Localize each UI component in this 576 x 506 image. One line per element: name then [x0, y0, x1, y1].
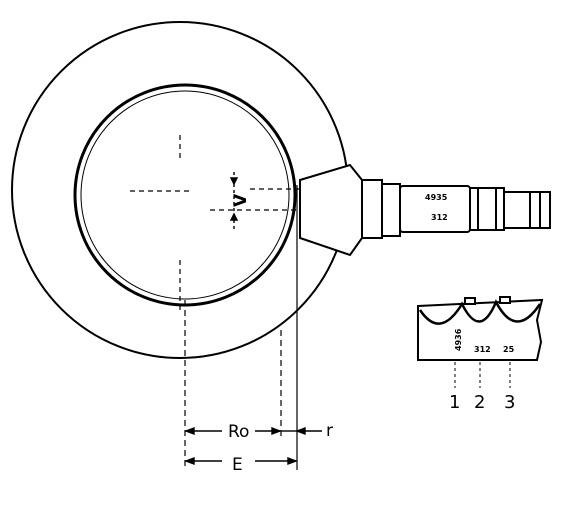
svg-text:312: 312	[431, 213, 448, 222]
pinion-marking: 4935 312	[425, 193, 448, 222]
ring-gear-inner-edge-2	[80, 90, 290, 300]
center-lines	[130, 135, 360, 310]
tooth-marking-2: 312	[474, 345, 491, 354]
legend-number-3: 3	[504, 392, 515, 413]
dimension-ro	[184, 426, 282, 436]
ring-gear-inner-edge	[73, 83, 297, 307]
svg-text:4935: 4935	[425, 193, 448, 202]
legend-number-1: 1	[449, 392, 460, 413]
tooth-marking-3: 25	[503, 345, 515, 354]
dimension-r	[281, 426, 322, 436]
legend-numbers: 1 2 3	[449, 392, 515, 413]
projection-lines	[184, 185, 298, 470]
legend-leaders	[454, 362, 511, 388]
legend-number-2: 2	[474, 392, 485, 413]
pinion	[299, 163, 551, 257]
offset-label: V	[231, 193, 251, 207]
r-label: r	[326, 421, 333, 441]
tooth-detail	[417, 296, 544, 361]
ro-label: Ro	[228, 422, 249, 442]
offset-marker	[229, 172, 239, 230]
tooth-markings: 4936 312 25	[454, 328, 515, 354]
e-label: E	[232, 455, 243, 475]
tooth-marking-1: 4936	[454, 328, 463, 351]
dimension-e	[184, 456, 298, 466]
